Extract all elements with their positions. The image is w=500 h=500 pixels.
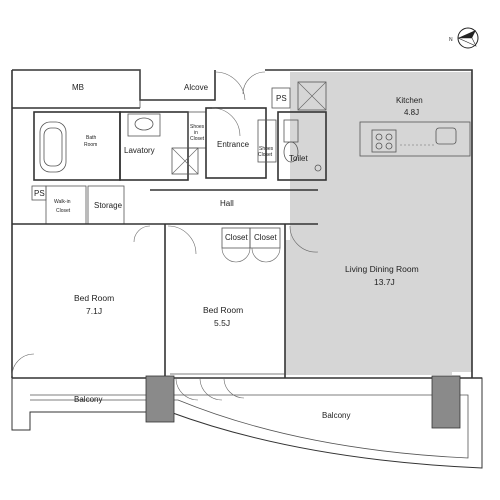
room-label-walkin-1: Walk-in (54, 199, 71, 205)
room-size-bed-1: 7.1J (86, 306, 102, 316)
room-label-closet-2: Closet (254, 233, 277, 242)
room-label-bath-1: Bath (86, 135, 97, 141)
room-label-storage: Storage (94, 201, 123, 210)
living-dining-area (285, 72, 472, 375)
room-size-kitchen: 4.8J (404, 108, 419, 117)
watermark: Ken Corporation Ltd. (176, 343, 278, 355)
room-label-shoes-in-1: Shoes (190, 124, 205, 130)
room-label-ldr: Living Dining Room (345, 264, 419, 274)
room-label-lavatory: Lavatory (124, 146, 155, 155)
room-label-shoes-closet-2: Closet (258, 152, 273, 158)
pillar (145, 375, 175, 423)
room-label-walkin-2: Closet (56, 208, 71, 214)
compass-icon: N (449, 27, 479, 49)
room-label-ps-left: PS (34, 189, 45, 198)
room-label-bed-1: Bed Room (74, 293, 114, 303)
room-label-shoes-in-3: Closet (190, 136, 205, 142)
room-label-balcony-left: Balcony (74, 395, 102, 404)
balcony-outline (11, 377, 483, 469)
room-label-mb: MB (72, 83, 84, 92)
room-label-shoes-in-2: in (194, 130, 198, 136)
room-label-bed-2: Bed Room (203, 305, 243, 315)
room-label-balcony-right: Balcony (322, 411, 350, 420)
room-size-ldr: 13.7J (374, 277, 395, 287)
compass-label: N (449, 37, 453, 43)
room-label-hall: Hall (220, 199, 234, 208)
room-size-bed-2: 5.5J (214, 318, 230, 328)
room-label-closet-1: Closet (225, 233, 248, 242)
room-label-ps-top: PS (276, 94, 287, 103)
room-label-bath-2: Room (84, 142, 97, 148)
room-label-shoes-closet-1: Shoes (259, 146, 274, 152)
room-label-kitchen: Kitchen (396, 96, 423, 105)
room-label-entrance: Entrance (217, 140, 250, 149)
room-label-toilet: Toilet (289, 154, 308, 163)
pillar (431, 375, 461, 429)
room-label-alcove: Alcove (184, 83, 209, 92)
